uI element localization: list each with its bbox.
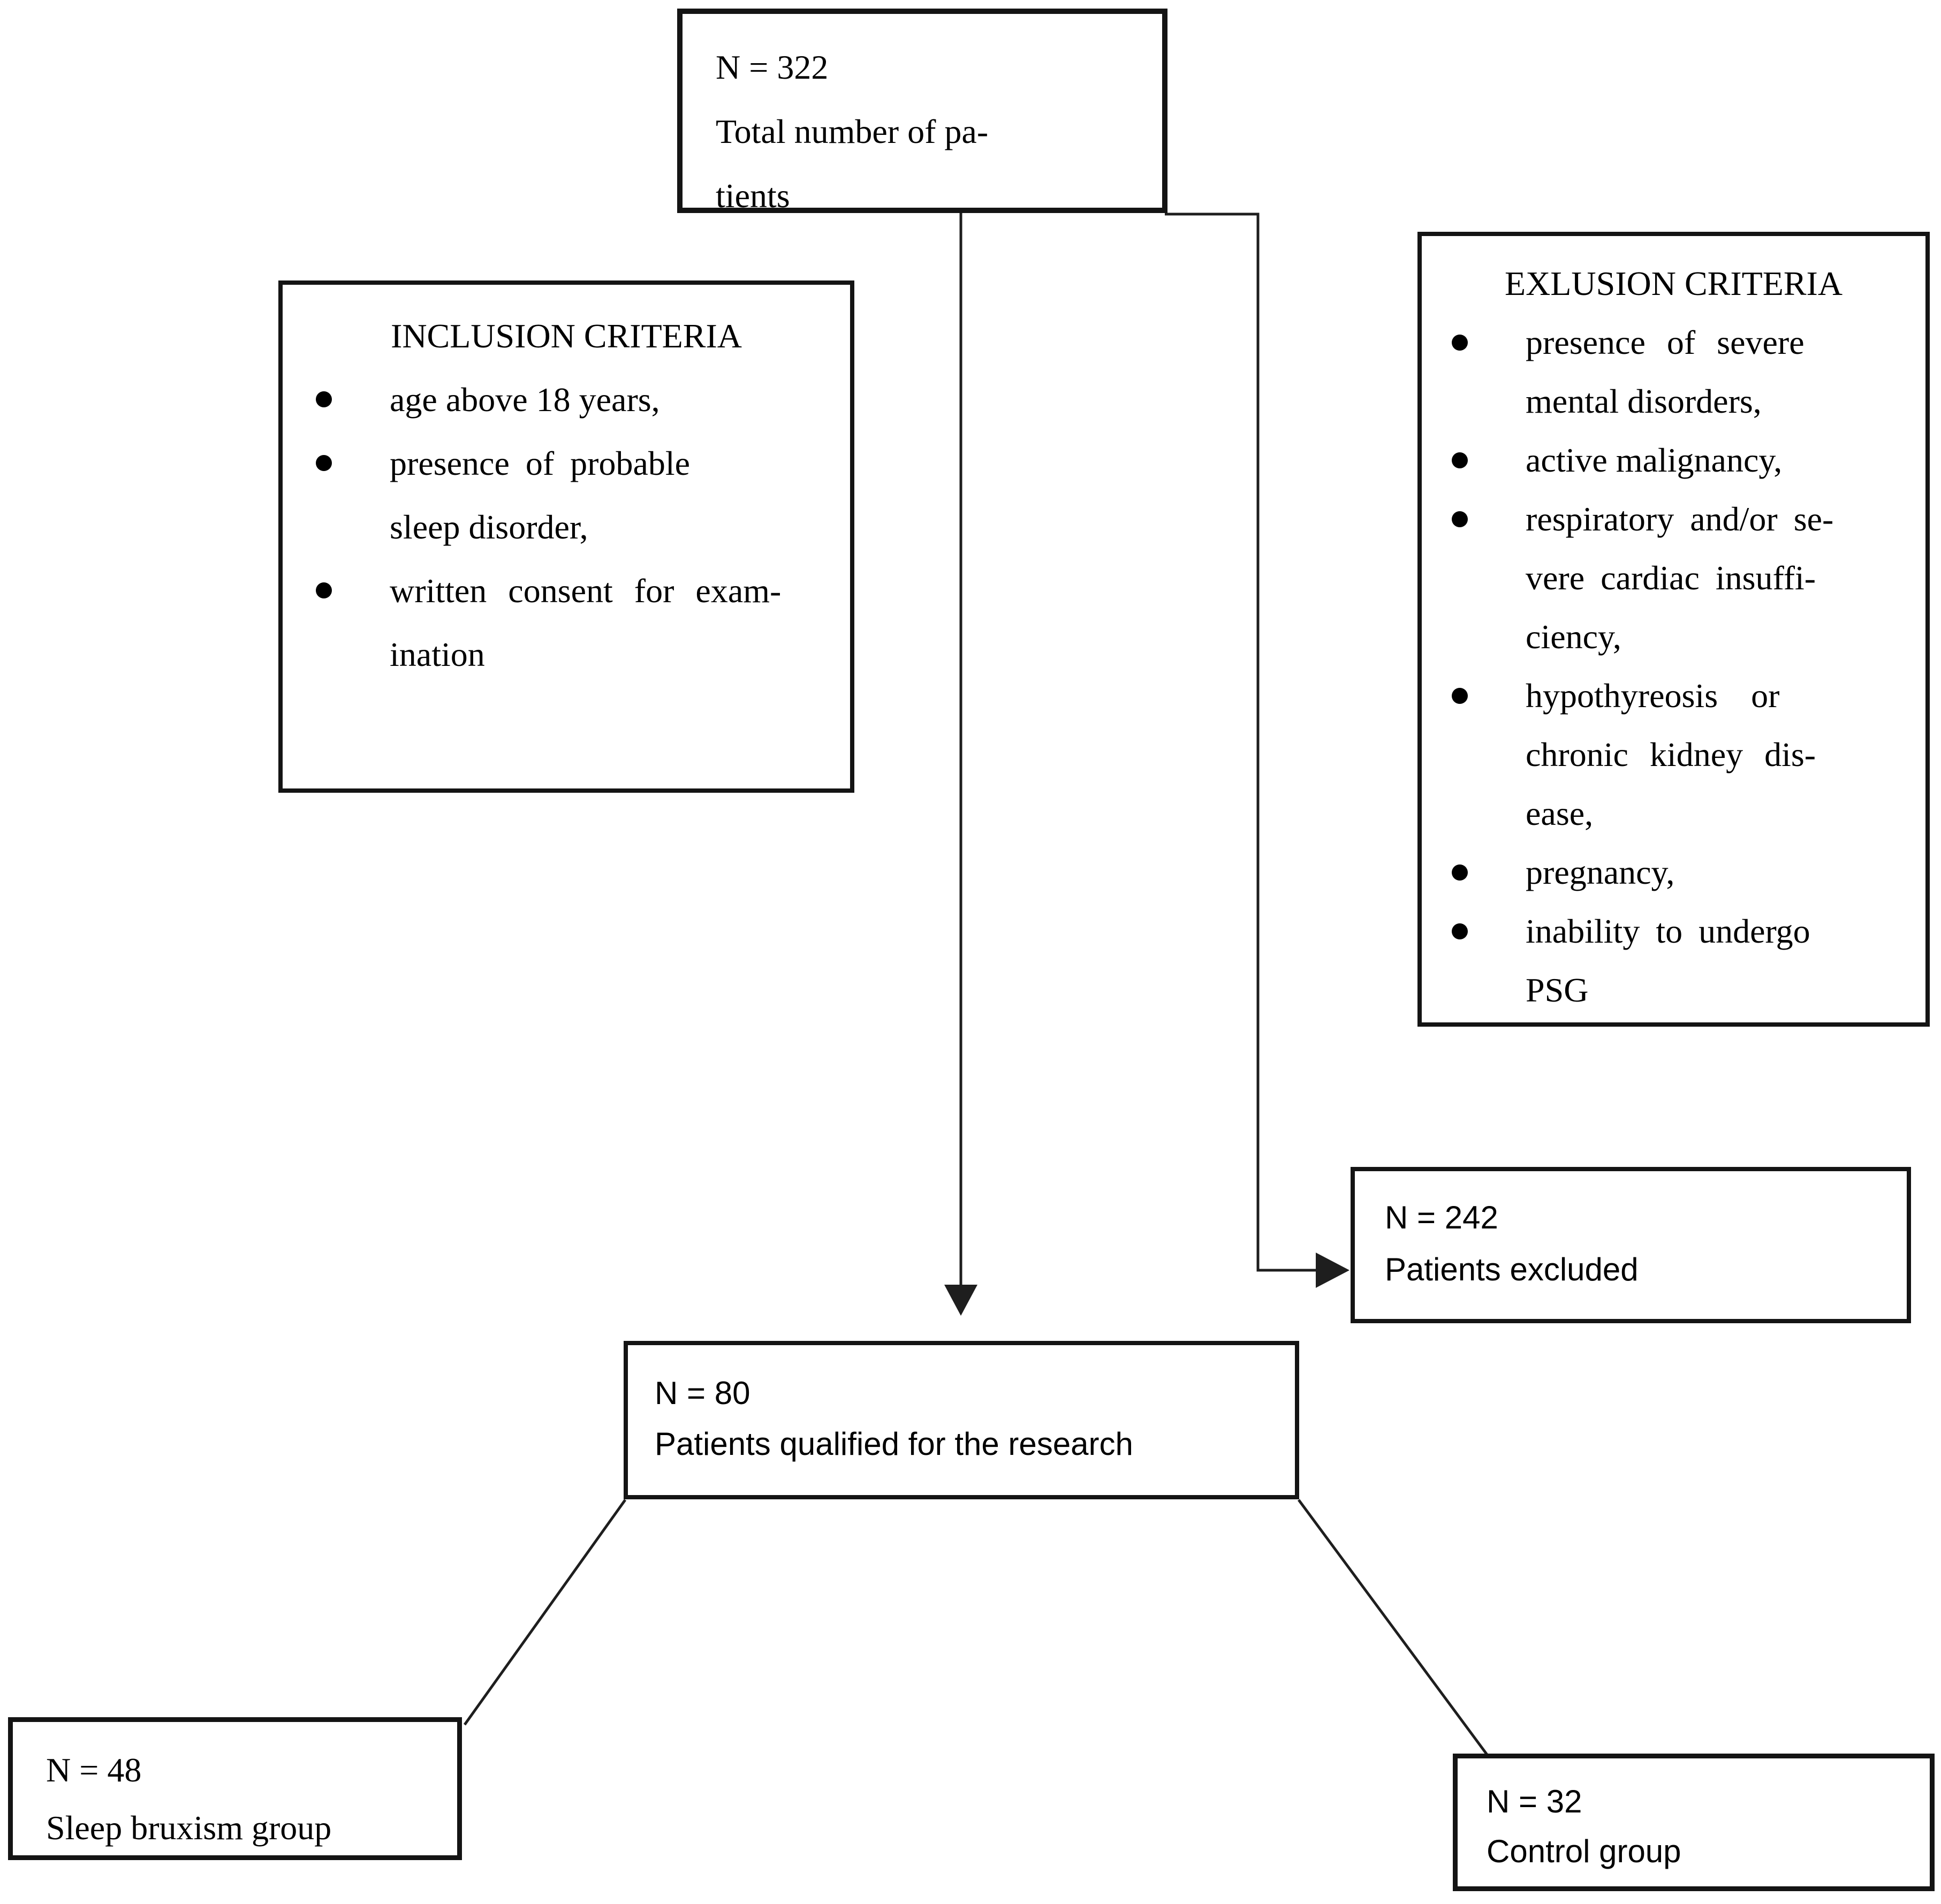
- exclusion-item-text: chronic kidney dis-: [1526, 735, 1816, 773]
- qualified-label: Patients qualified for the research: [655, 1426, 1133, 1462]
- control-label: Control group: [1487, 1833, 1681, 1869]
- inclusion-criteria-title: INCLUSION CRITERIA: [391, 317, 742, 355]
- bullet-icon: [1452, 511, 1468, 527]
- bullet-icon: [1452, 864, 1468, 881]
- exclusion-item: hypothyreosis or: [1422, 666, 1925, 725]
- inclusion-criteria-box: INCLUSION CRITERIA age above 18 years, p…: [278, 280, 854, 793]
- arrowhead-right-icon: [1316, 1253, 1349, 1288]
- inclusion-item-text: sleep disorder,: [390, 508, 588, 546]
- exclusion-item: active malignancy,: [1422, 431, 1925, 490]
- total-label-line2: tients: [716, 177, 790, 215]
- patients-qualified-box: N = 80 Patients qualified for the resear…: [624, 1341, 1299, 1499]
- exclusion-item-continuation: ciency,: [1422, 608, 1925, 666]
- exclusion-item-text: mental disorders,: [1526, 382, 1762, 420]
- exclusion-item-text: active malignancy,: [1526, 441, 1783, 479]
- bruxism-label: Sleep bruxism group: [46, 1809, 332, 1847]
- qualified-n-value: N = 80: [655, 1375, 750, 1411]
- exclusion-item-text: ciency,: [1526, 618, 1621, 656]
- inclusion-item-text: written consent for exam-: [390, 572, 782, 610]
- patients-excluded-box: N = 242 Patients excluded: [1351, 1167, 1911, 1323]
- exclusion-item-continuation: ease,: [1422, 784, 1925, 843]
- connector-total-to-excluded: [1165, 213, 1316, 1272]
- bullet-icon: [1452, 923, 1468, 939]
- exclusion-item-text: presence of severe: [1526, 323, 1804, 361]
- exclusion-item-text: ease,: [1526, 794, 1594, 832]
- exclusion-item: respiratory and/or se-: [1422, 490, 1925, 549]
- inclusion-item-text: ination: [390, 635, 485, 673]
- excluded-label: Patients excluded: [1385, 1251, 1639, 1287]
- exclusion-item-text: inability to undergo: [1526, 912, 1810, 950]
- connector-qualified-to-control: [1297, 1499, 1489, 1756]
- exclusion-item-continuation: mental disorders,: [1422, 372, 1925, 431]
- exclusion-item-text: vere cardiac insuffi-: [1526, 559, 1816, 597]
- bullet-icon: [316, 455, 332, 471]
- exclusion-item: presence of severe: [1422, 313, 1925, 372]
- inclusion-item-continuation: ination: [283, 623, 850, 686]
- exclusion-item-continuation: chronic kidney dis-: [1422, 725, 1925, 784]
- excluded-n-value: N = 242: [1385, 1200, 1498, 1235]
- total-n-value: N = 322: [716, 48, 829, 86]
- bullet-icon: [316, 391, 332, 407]
- control-n-value: N = 32: [1487, 1784, 1582, 1819]
- bullet-icon: [316, 582, 332, 598]
- exclusion-item-text: PSG: [1526, 971, 1589, 1009]
- inclusion-item: written consent for exam-: [283, 559, 850, 623]
- bruxism-n-value: N = 48: [46, 1751, 142, 1789]
- inclusion-item-text: age above 18 years,: [390, 381, 660, 419]
- exclusion-criteria-box: EXLUSION CRITERIA presence of severe men…: [1417, 232, 1930, 1027]
- control-group-box: N = 32 Control group: [1453, 1754, 1935, 1891]
- total-label-line1: Total number of pa-: [716, 112, 989, 150]
- exclusion-item: pregnancy,: [1422, 843, 1925, 902]
- bullet-icon: [1452, 688, 1468, 704]
- inclusion-item-continuation: sleep disorder,: [283, 495, 850, 559]
- exclusion-item-continuation: PSG: [1422, 961, 1925, 1020]
- inclusion-item: presence of probable: [283, 431, 850, 495]
- inclusion-item-text: presence of probable: [390, 444, 691, 482]
- arrowhead-down-icon: [944, 1285, 977, 1316]
- exclusion-criteria-title: EXLUSION CRITERIA: [1504, 264, 1843, 302]
- exclusion-item-continuation: vere cardiac insuffi-: [1422, 549, 1925, 608]
- connector-qualified-to-bruxism: [463, 1499, 627, 1726]
- inclusion-item: age above 18 years,: [283, 368, 850, 431]
- total-patients-box: N = 322 Total number of pa- tients: [677, 9, 1167, 215]
- exclusion-item-text: respiratory and/or se-: [1526, 500, 1834, 538]
- exclusion-item: inability to undergo: [1422, 902, 1925, 961]
- bullet-icon: [1452, 452, 1468, 468]
- sleep-bruxism-group-box: N = 48 Sleep bruxism group: [8, 1717, 462, 1860]
- exclusion-item-text: hypothyreosis or: [1526, 677, 1780, 715]
- exclusion-item-text: pregnancy,: [1526, 853, 1675, 891]
- bullet-icon: [1452, 335, 1468, 351]
